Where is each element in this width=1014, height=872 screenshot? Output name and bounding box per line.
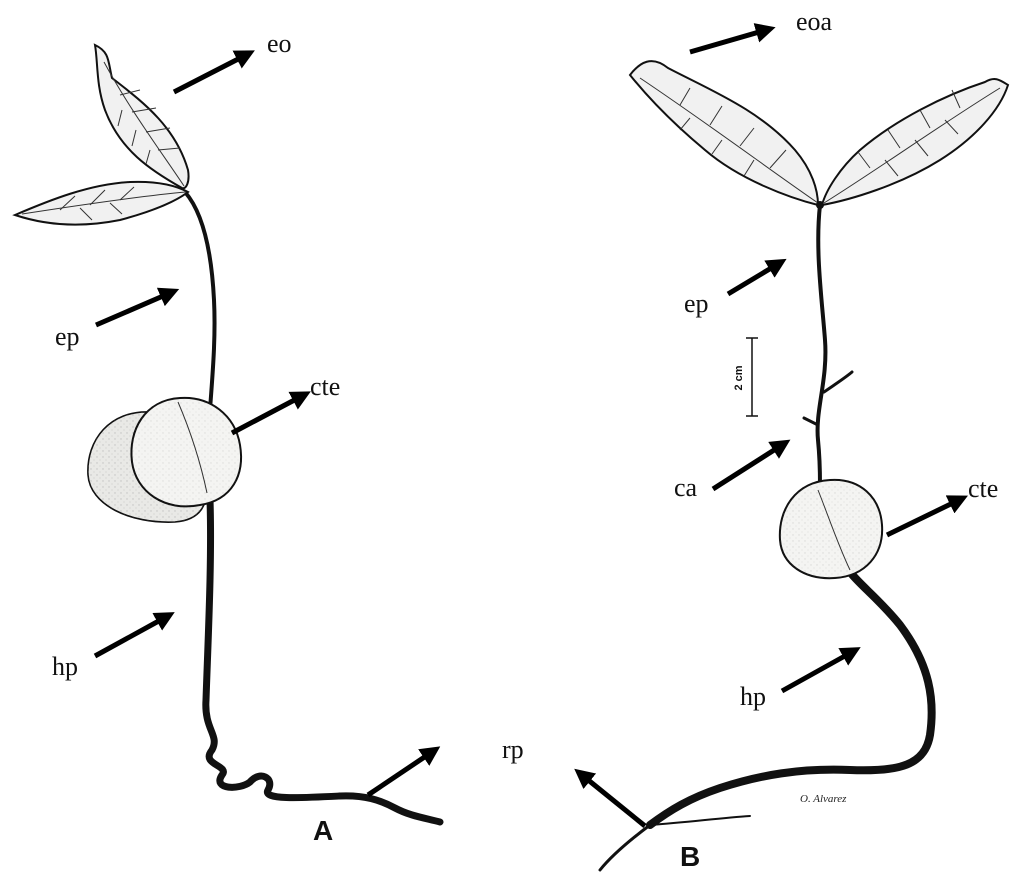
seedling-a — [15, 45, 440, 822]
panel-label-a: A — [313, 815, 333, 846]
arrow-a-eo — [174, 55, 246, 92]
arrow-a-rp — [368, 752, 432, 795]
scale-bar-text: 2 cm — [733, 365, 745, 390]
panel-label-b: B — [680, 841, 700, 872]
label-b-cte: cte — [968, 474, 998, 503]
arrow-b-cte — [887, 500, 959, 535]
arrow-b-ca — [713, 445, 782, 489]
label-a-ep: ep — [55, 322, 80, 351]
label-rp: rp — [502, 735, 524, 764]
seedling-a-upper-leaf — [95, 45, 189, 188]
arrow-b-eoa — [690, 30, 766, 52]
arrow-b-ep — [728, 264, 778, 294]
label-a-eo: eo — [267, 29, 292, 58]
label-a-hp: hp — [52, 652, 78, 681]
arrow-b-rp — [582, 775, 645, 826]
label-b-hp: hp — [740, 682, 766, 711]
label-b-eoa: eoa — [796, 7, 833, 36]
arrow-a-hp — [95, 617, 166, 656]
arrow-b-hp — [782, 652, 852, 691]
artist-signature: O. Alvarez — [800, 793, 847, 805]
seedling-a-lower-leaf — [15, 182, 188, 225]
seedling-a-epicotyl — [185, 192, 215, 410]
scale-bar: 2 cm — [733, 338, 758, 416]
label-a-cte: cte — [310, 372, 340, 401]
label-b-ep: ep — [684, 289, 709, 318]
seedling-b-epicotyl — [818, 205, 826, 485]
label-b-ca: ca — [674, 473, 698, 502]
seedling-a-root — [206, 500, 440, 822]
seedling-b — [600, 61, 1008, 870]
arrow-a-ep — [96, 293, 170, 325]
arrow-a-cte — [232, 396, 302, 433]
